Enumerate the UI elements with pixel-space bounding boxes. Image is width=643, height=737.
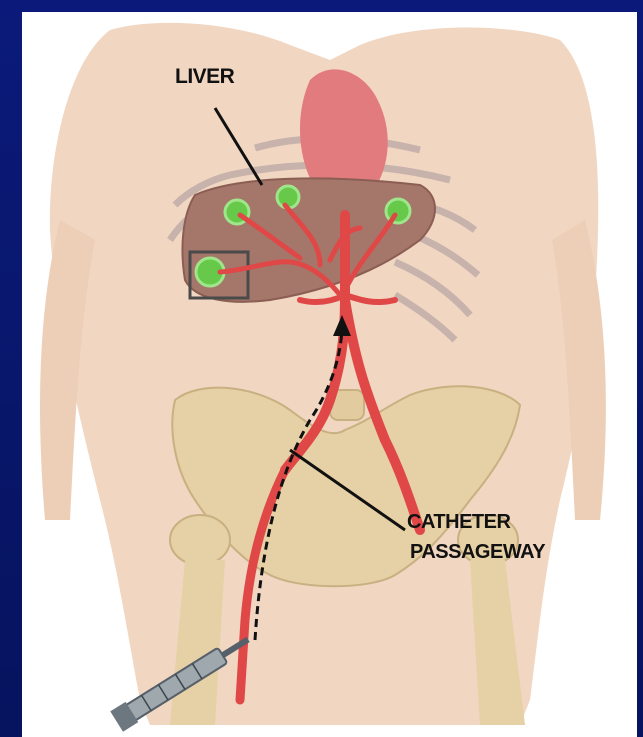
catheter-label-line2: PASSAGEWAY	[410, 542, 545, 562]
left-femur-head	[170, 515, 230, 565]
liver-label: LIVER	[175, 66, 234, 87]
catheter-label-line1: CATHETER	[407, 512, 510, 532]
